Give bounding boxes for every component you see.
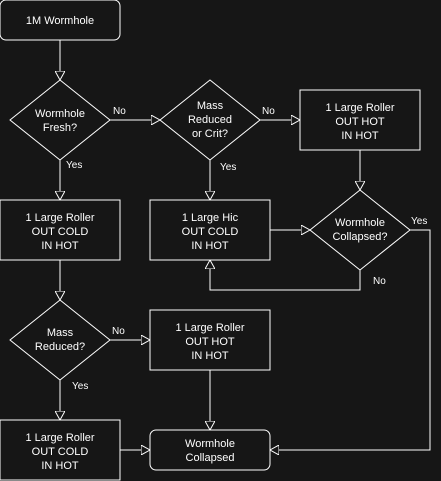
node-start: 1M Wormhole (0, 0, 121, 41)
node-roller-cold-mid-line-3: IN HOT (41, 240, 79, 252)
node-roller-cold-mid: 1 Large Roller OUT COLD IN HOT (0, 199, 121, 261)
node-roller-hot-mid-line-3: IN HOT (191, 350, 229, 362)
edges (60, 40, 431, 450)
edge-label-mass-crit-yes: Yes (220, 162, 236, 173)
node-wormhole-collapsed-end: Wormhole Collapsed (149, 429, 271, 471)
node-mass-reduced-line-2: Reduced? (35, 341, 85, 353)
node-roller-cold-bottom-line-1: 1 Large Roller (25, 432, 94, 444)
node-roller-hot-top-line-1: 1 Large Roller (325, 102, 394, 114)
edge-collapsed-yes (270, 229, 431, 450)
node-roller-hot-top: 1 Large Roller OUT HOT IN HOT (299, 89, 421, 151)
node-wormhole-collapsed-question: Wormhole Collapsed? (309, 189, 411, 271)
node-collapsed-end-line-1: Wormhole (185, 438, 235, 450)
node-roller-cold-bottom-line-3: IN HOT (41, 460, 79, 472)
node-mass-reduced-line-1: Mass (47, 327, 74, 339)
node-roller-hot-mid-line-2: OUT HOT (185, 336, 235, 348)
node-start-line-1: 1M Wormhole (26, 15, 94, 27)
node-mass-reduced-or-crit: Mass Reduced or Crit? (159, 79, 261, 161)
node-mass-crit-line-1: Mass (197, 100, 224, 112)
node-hic-cold-line-2: OUT COLD (182, 226, 239, 238)
node-hic-cold: 1 Large Hic OUT COLD IN HOT (149, 199, 271, 261)
edge-collapsed-no (210, 260, 361, 291)
node-wormhole-fresh-line-2: Fresh? (43, 122, 77, 134)
node-wormhole-fresh: Wormhole Fresh? (9, 79, 111, 161)
edge-label-mass-reduced-yes: Yes (72, 381, 88, 392)
node-collapsed-q-line-2: Collapsed? (332, 231, 387, 243)
node-roller-hot-mid: 1 Large Roller OUT HOT IN HOT (149, 309, 271, 371)
node-mass-crit-line-2: Reduced (188, 114, 232, 126)
node-roller-hot-top-line-2: OUT HOT (335, 116, 385, 128)
node-roller-hot-mid-line-1: 1 Large Roller (175, 322, 244, 334)
edge-label-collapsed-yes: Yes (411, 216, 427, 227)
node-collapsed-q-line-1: Wormhole (335, 217, 385, 229)
node-roller-hot-top-line-3: IN HOT (341, 130, 379, 142)
node-wormhole-fresh-line-1: Wormhole (35, 108, 85, 120)
node-mass-crit-line-3: or Crit? (192, 128, 228, 140)
edge-labels: No Yes No Yes Yes No No Yes (66, 106, 427, 392)
edge-label-fresh-no: No (113, 106, 126, 117)
edge-label-fresh-yes: Yes (66, 160, 82, 171)
node-hic-cold-line-3: IN HOT (191, 240, 229, 252)
edge-label-mass-reduced-no: No (112, 326, 125, 337)
node-mass-reduced: Mass Reduced? (9, 299, 111, 381)
node-roller-cold-mid-line-2: OUT COLD (32, 226, 89, 238)
edge-label-mass-crit-no: No (262, 106, 275, 117)
node-roller-cold-bottom-line-2: OUT COLD (32, 446, 89, 458)
edge-label-collapsed-no: No (373, 276, 386, 287)
node-roller-cold-mid-line-1: 1 Large Roller (25, 212, 94, 224)
node-hic-cold-line-1: 1 Large Hic (182, 212, 239, 224)
node-collapsed-end-line-2: Collapsed (186, 452, 235, 464)
node-roller-cold-bottom: 1 Large Roller OUT COLD IN HOT (0, 419, 121, 481)
